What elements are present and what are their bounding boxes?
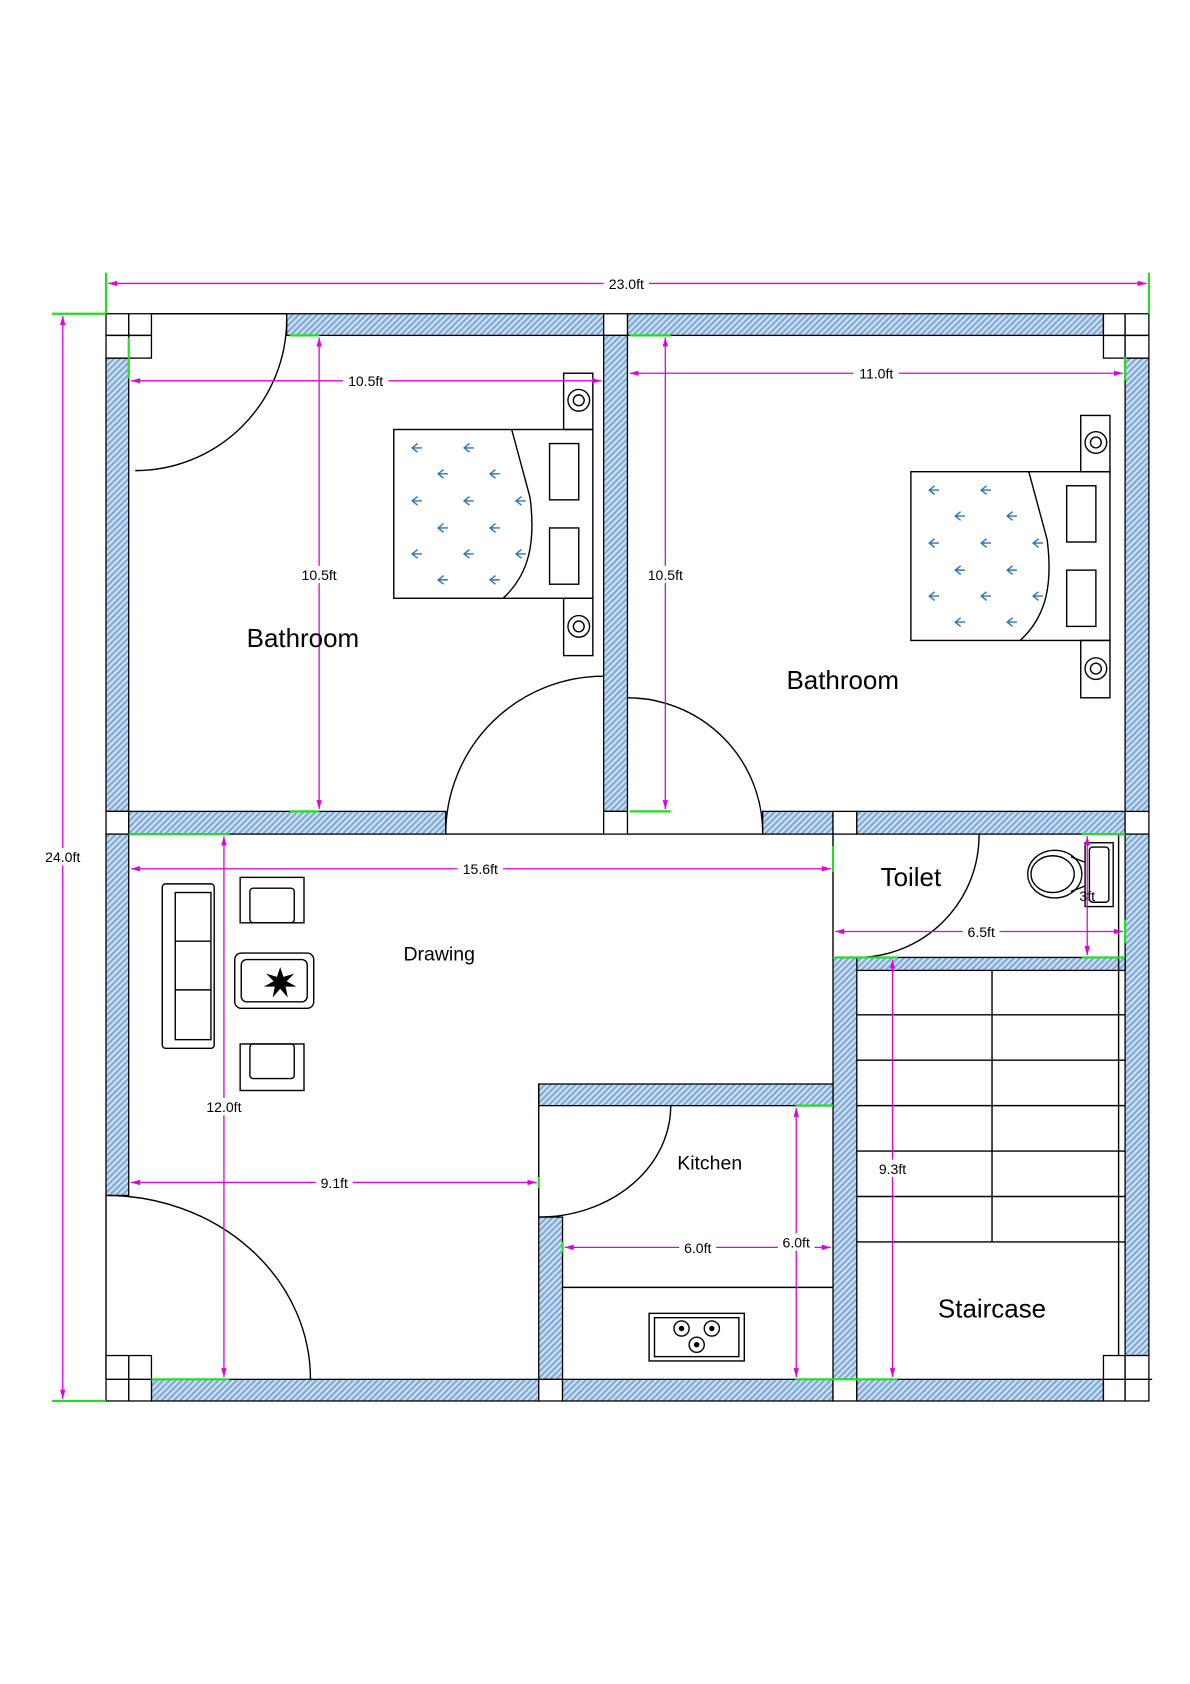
armchair-top xyxy=(239,876,305,924)
dim-toilet-depth: 3ft xyxy=(1079,888,1095,904)
dim-kitchen-width: 6.0ft xyxy=(684,1240,711,1256)
room-label-toilet: Toilet xyxy=(881,862,942,892)
armchair-bottom xyxy=(239,1043,305,1092)
room-label-kitchen: Kitchen xyxy=(677,1152,742,1174)
door-swing-kitchen xyxy=(538,1105,672,1218)
room-labels: Bathroom Bathroom Toilet Drawing Kitchen… xyxy=(247,623,1046,1324)
dim-kitchen-depth: 6.0ft xyxy=(783,1234,810,1250)
door-swing-right-bedroom xyxy=(627,697,764,834)
plant-icon xyxy=(263,967,297,998)
bed-left xyxy=(393,372,594,657)
dimension-labels: 23.0ft 24.0ft 10.5ft 10.5ft 11.0ft 10.5f… xyxy=(38,274,1095,1257)
door-swing-main xyxy=(106,1194,312,1380)
dim-overall-depth: 24.0ft xyxy=(45,849,80,865)
dim-right-room-width: 11.0ft xyxy=(859,366,893,382)
toilet-fixture xyxy=(1027,842,1114,908)
doors xyxy=(106,320,980,1380)
dim-toilet-width: 6.5ft xyxy=(968,924,995,940)
corner-columns xyxy=(105,313,1150,1402)
door-swing-left-bedroom xyxy=(135,320,288,472)
dimension-lines xyxy=(51,272,1150,1403)
bed-right xyxy=(910,414,1111,699)
dim-drawing-depth: 12.0ft xyxy=(206,1099,241,1115)
coffee-table xyxy=(234,952,315,1009)
dim-left-room-depth: 10.5ft xyxy=(302,567,337,583)
staircase-steps xyxy=(856,970,1126,1243)
room-label-drawing: Drawing xyxy=(404,944,475,966)
dim-right-room-depth: 10.5ft xyxy=(648,567,683,583)
room-label-staircase: Staircase xyxy=(938,1294,1046,1324)
walls xyxy=(105,313,1153,1402)
door-swing-left-bedroom-inner xyxy=(445,675,604,835)
dim-overall-width: 23.0ft xyxy=(609,276,644,292)
dim-drawing-lower-width: 9.1ft xyxy=(321,1175,348,1191)
stove-burners-icon xyxy=(673,1320,721,1353)
room-label-bedroom-left: Bathroom xyxy=(247,623,360,653)
dim-staircase-depth: 9.3ft xyxy=(879,1161,906,1177)
dim-drawing-width: 15.6ft xyxy=(463,861,498,877)
door-swing-toilet xyxy=(856,834,980,959)
kitchen-counter xyxy=(562,1286,833,1362)
dim-left-room-width: 10.5ft xyxy=(348,373,383,389)
room-label-bedroom-right: Bathroom xyxy=(786,665,899,695)
sofa xyxy=(161,883,215,1050)
